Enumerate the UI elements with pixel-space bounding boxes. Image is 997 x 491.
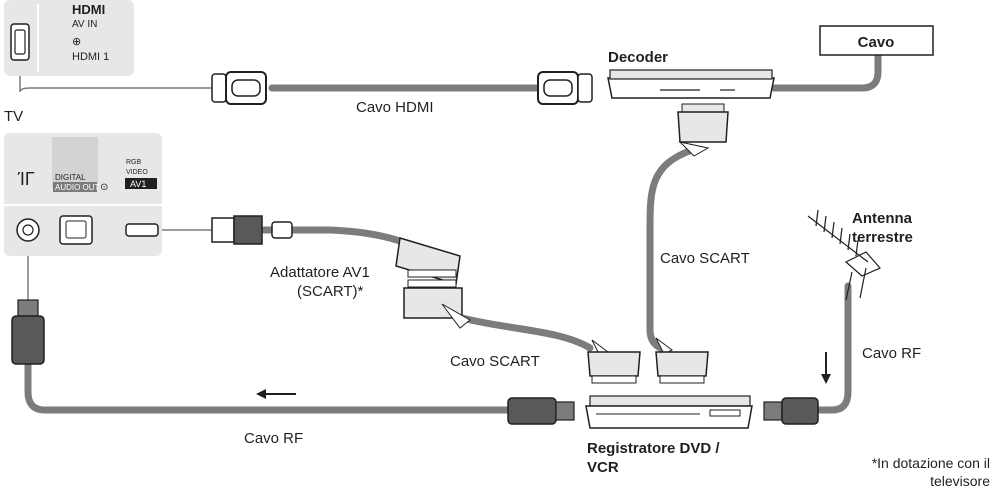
digital-label: DIGITAL <box>55 173 86 182</box>
scart-plug-recorder-left <box>587 339 641 384</box>
cavo-scart-right-label: Cavo SCART <box>660 250 750 267</box>
footnote-line-1: *In dotazione con il <box>872 455 990 471</box>
tv-label: TV <box>4 108 23 125</box>
scart-cable-adapter-recorder <box>458 314 594 352</box>
rf-cable-to-tv <box>24 360 512 414</box>
tv-hdmi-panel: HDMI AV IN ⊕ HDMI 1 <box>4 0 134 76</box>
hdmi-lead-line <box>19 58 212 93</box>
decoder-device <box>607 69 775 99</box>
optical-port[interactable] <box>59 215 93 245</box>
cavo-rf-bottom-label: Cavo RF <box>244 430 303 447</box>
dvd-recorder-device <box>585 395 753 429</box>
tv-rear-panel: ΊΓ DIGITAL AUDIO OUT ⊙ RGB VIDEO AV1 <box>4 133 162 256</box>
adattatore-label-1: Adattatore AV1 <box>270 264 370 281</box>
audio-out-label: AUDIO OUT <box>55 183 100 192</box>
rf-plug-recorder-right <box>763 397 819 425</box>
cables <box>19 48 882 414</box>
adattatore-label-2: (SCART)* <box>297 283 364 300</box>
antenna-symbol-icon: ΊΓ <box>17 169 35 189</box>
cavo-scart-bottom-label: Cavo SCART <box>450 353 540 370</box>
cavo-hdmi-label: Cavo HDMI <box>356 99 434 116</box>
antenna-label-1: Antenna <box>852 210 913 227</box>
adapter-lead-2 <box>288 226 414 249</box>
decoder-label: Decoder <box>608 49 668 66</box>
rgb-label: RGB <box>126 159 142 166</box>
footnote-line-2: televisore <box>930 473 990 489</box>
antenna-cable-to-decoder <box>770 48 882 92</box>
antenna-port[interactable] <box>16 218 40 242</box>
rf-plug-recorder-left <box>507 397 575 425</box>
hdmi1-label: HDMI 1 <box>72 51 109 63</box>
down-arrow-icon <box>821 352 831 384</box>
scart-cable-decoder-recorder <box>646 146 696 354</box>
rf-plug-tv <box>11 299 45 365</box>
left-arrow-icon <box>256 389 296 399</box>
optical-out-icon: ⊙ <box>100 182 108 193</box>
recorder-label-2: VCR <box>587 459 619 476</box>
hdmi-logo: HDMI <box>72 2 105 17</box>
av1-label: AV1 <box>130 179 146 189</box>
cavo-box <box>819 25 934 56</box>
av1-port[interactable] <box>125 223 159 237</box>
scart-plug-recorder-right <box>655 337 709 384</box>
scart-adapter <box>211 215 471 329</box>
antenna-label-2: terrestre <box>852 229 913 246</box>
hdmi-plug-right <box>537 71 593 105</box>
input-icon: ⊕ <box>72 36 81 48</box>
cavo-box-label: Cavo <box>858 34 895 51</box>
video-label: VIDEO <box>126 169 148 176</box>
av-in-label: AV IN <box>72 19 97 30</box>
hdmi-plug-left <box>211 71 267 105</box>
cavo-rf-right-label: Cavo RF <box>862 345 921 362</box>
rf-cable-from-antenna <box>814 282 852 414</box>
recorder-label-1: Registratore DVD / <box>587 440 720 457</box>
terrestrial-antenna-icon <box>807 209 881 301</box>
scart-plug-decoder <box>677 103 729 157</box>
